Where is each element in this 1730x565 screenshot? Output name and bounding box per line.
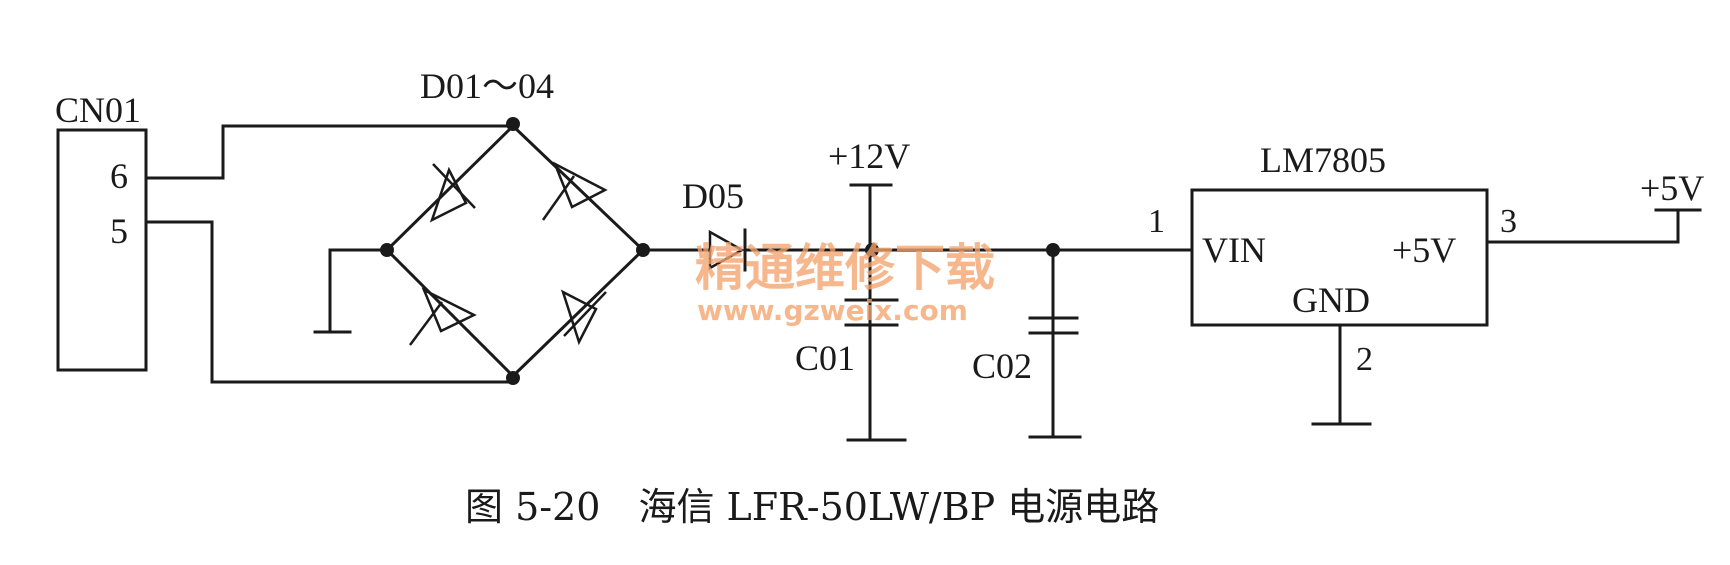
bridge-diode-lower-left	[408, 287, 477, 346]
diode-d05-label: D05	[682, 176, 744, 216]
connector-cn01: CN01 6 5	[55, 90, 148, 372]
bridge-outline	[384, 123, 646, 379]
regulator-gnd-label: GND	[1292, 280, 1370, 320]
bridge-diode-upper-left	[429, 163, 476, 223]
regulator-pin-2-label: 2	[1356, 341, 1373, 378]
watermark-url: www.gzweix.com	[697, 294, 968, 327]
watermark: 精通维修下载 www.gzweix.com	[695, 239, 995, 327]
watermark-title: 精通维修下载	[695, 239, 995, 297]
bridge-rectifier: D01～04	[380, 66, 650, 385]
capacitor-c02: C02	[972, 243, 1082, 439]
connector-pin-6-label: 6	[110, 156, 128, 196]
connector-pin-5-label: 5	[110, 211, 128, 251]
connector-wires	[144, 124, 515, 384]
regulator-vin-label: VIN	[1202, 230, 1266, 270]
regulator-pin-1-label: 1	[1148, 203, 1165, 240]
bridge-diode-upper-right	[541, 161, 608, 221]
wire-pin5-to-bridge-bottom	[144, 220, 515, 384]
capacitor-c01: +12V C01	[795, 136, 910, 442]
bridge-diode-lower-right	[560, 289, 607, 346]
regulator-out-label: +5V	[1392, 230, 1456, 270]
bridge-label: D01～04	[420, 66, 554, 106]
regulator-pin-3-label: 3	[1500, 203, 1517, 240]
figure-caption: 图 5-20 海信 LFR-50LW/BP 电源电路	[465, 485, 1159, 529]
output-5v-label: +5V	[1640, 168, 1704, 208]
regulator-label: LM7805	[1260, 140, 1386, 180]
diode-d05: D05	[682, 176, 747, 272]
rail-12v-label: +12V	[828, 136, 910, 176]
connector-label: CN01	[55, 90, 141, 130]
bridge-ground	[313, 248, 389, 334]
wire-pin6-to-bridge-top	[144, 124, 515, 180]
capacitor-c01-label: C01	[795, 338, 855, 378]
regulator-lm7805: LM7805 1 VIN +5V GND 2	[1148, 140, 1489, 426]
output-5v: 3 +5V	[1485, 168, 1704, 244]
capacitor-c02-label: C02	[972, 346, 1032, 386]
